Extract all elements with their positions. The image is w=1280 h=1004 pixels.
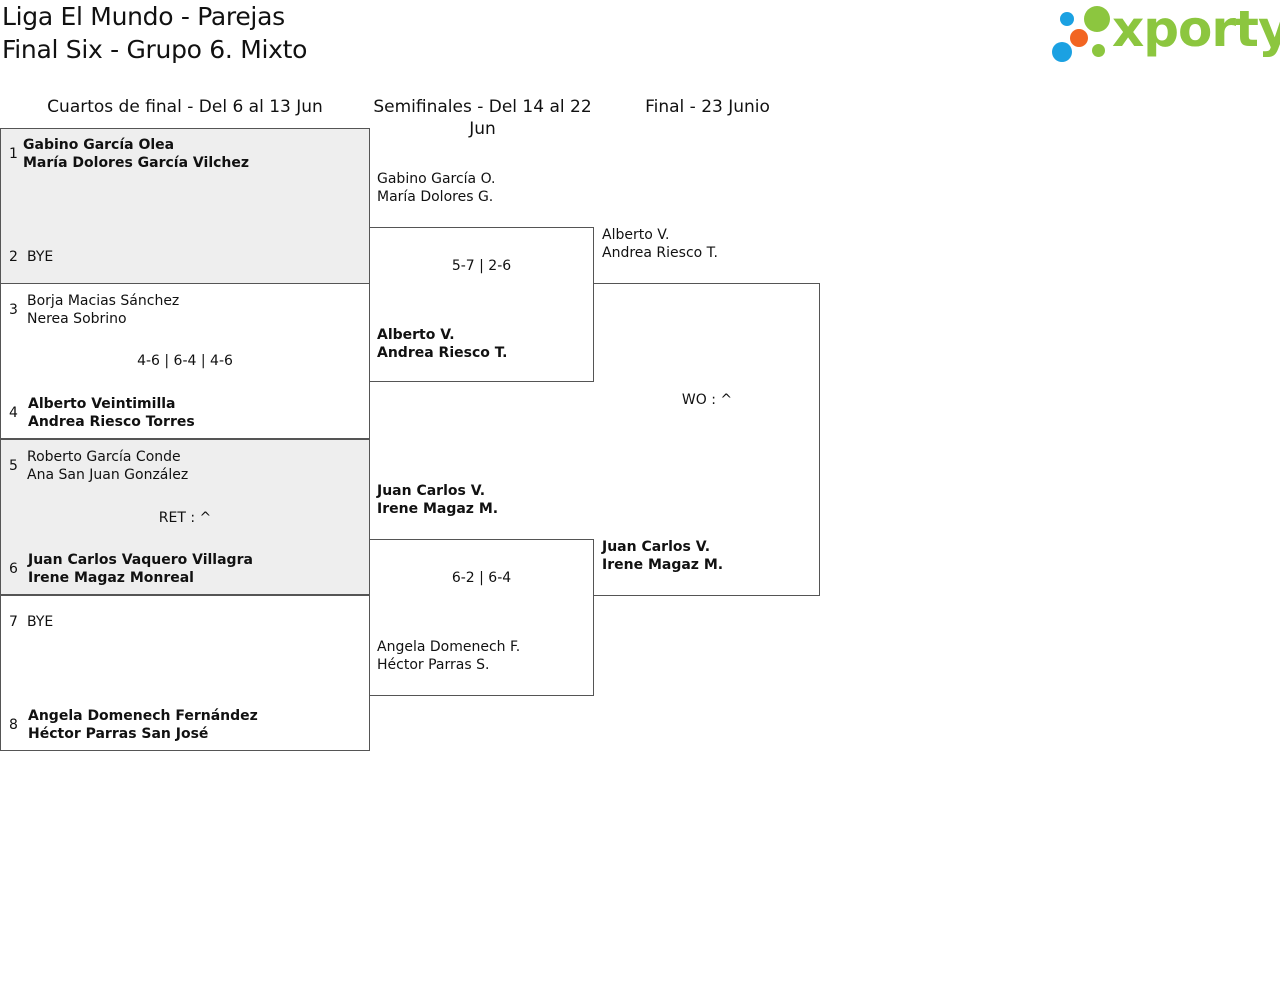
match-score: WO : ^: [681, 392, 733, 408]
page-title: Liga El Mundo - Parejas: [2, 2, 285, 31]
player-name: Andrea Riesco T.: [377, 345, 508, 361]
logo-dot-green-small: [1092, 44, 1105, 57]
seed-number: 5: [9, 458, 18, 474]
logo-dot-blue-small: [1060, 12, 1074, 26]
seed-number: 2: [9, 249, 18, 265]
seed-number: 6: [9, 561, 18, 577]
player-name: María Dolores García Vilchez: [23, 155, 250, 171]
logo-dot-green: [1084, 6, 1110, 32]
player-name: Alberto V.: [377, 327, 455, 343]
final-team-top: Alberto V. Andrea Riesco T.: [602, 226, 718, 262]
player-name: Angela Domenech Fernández: [28, 708, 258, 724]
quarterfinal-match-4: 7 BYE 8 Angela Domenech Fernández Héctor…: [0, 595, 370, 751]
team-names: Alberto Veintimilla Andrea Riesco Torres: [28, 395, 195, 431]
seed-number: 4: [9, 405, 18, 421]
semifinal-2-team-bottom: Angela Domenech F. Héctor Parras S.: [377, 638, 520, 674]
seed-number: 7: [9, 614, 18, 630]
team-names: Juan Carlos Vaquero Villagra Irene Magaz…: [28, 551, 253, 587]
semifinal-2-team-top: Juan Carlos V. Irene Magaz M.: [377, 482, 498, 518]
seed-number: 3: [9, 302, 18, 318]
player-name: Juan Carlos Vaquero Villagra: [28, 552, 253, 568]
player-name: Irene Magaz M.: [602, 557, 724, 573]
page-subtitle: Final Six - Grupo 6. Mixto: [2, 35, 308, 64]
team-names: Gabino García Olea María Dolores García …: [23, 136, 249, 172]
team-names: Borja Macias Sánchez Nerea Sobrino: [27, 292, 179, 328]
semifinal-1-team-top: Gabino García O. María Dolores G.: [377, 170, 496, 206]
player-name: Andrea Riesco Torres: [28, 414, 195, 430]
final-match: [594, 283, 820, 596]
semifinal-match-1: [369, 227, 594, 382]
xporty-logo: xporty: [1050, 0, 1280, 68]
final-team-bottom: Juan Carlos V. Irene Magaz M.: [602, 538, 723, 574]
team-names: Angela Domenech Fernández Héctor Parras …: [28, 707, 258, 743]
player-name: Gabino García Olea: [23, 137, 175, 153]
player-name: Nerea Sobrino: [27, 311, 127, 327]
player-name: Roberto García Conde: [27, 449, 181, 465]
player-name: Alberto Veintimilla: [28, 396, 176, 412]
player-name: Gabino García O.: [377, 171, 496, 187]
logo-dot-blue: [1052, 42, 1072, 62]
semifinal-1-team-bottom: Alberto V. Andrea Riesco T.: [377, 326, 507, 362]
player-name: Alberto V.: [602, 227, 670, 243]
player-name: BYE: [27, 614, 54, 630]
quarterfinal-match-2: 3 Borja Macias Sánchez Nerea Sobrino 4-6…: [0, 283, 370, 439]
match-score: 4-6 | 6-4 | 4-6: [137, 353, 233, 369]
round-header-final: Final - 23 Junio: [645, 97, 770, 117]
player-name: Irene Magaz Monreal: [28, 570, 194, 586]
player-name: Juan Carlos V.: [377, 483, 486, 499]
team-names: BYE: [27, 248, 53, 266]
semifinal-match-2: [369, 539, 594, 696]
logo-text: xporty: [1112, 0, 1280, 58]
player-name: Héctor Parras S.: [377, 657, 490, 673]
quarterfinal-match-1: 1 Gabino García Olea María Dolores Garcí…: [0, 128, 370, 284]
round-header-quarterfinals: Cuartos de final - Del 6 al 13 Jun: [47, 97, 323, 117]
seed-number: 8: [9, 717, 18, 733]
round-header-semifinals: Semifinales - Del 14 al 22 Jun: [373, 97, 592, 139]
player-name: Angela Domenech F.: [377, 639, 521, 655]
player-name: María Dolores G.: [377, 189, 494, 205]
player-name: Irene Magaz M.: [377, 501, 499, 517]
seed-number: 1: [9, 146, 18, 162]
player-name: Ana San Juan González: [27, 467, 189, 483]
match-score: 5-7 | 2-6: [451, 258, 512, 274]
logo-dot-orange: [1070, 29, 1088, 47]
team-names: BYE: [27, 613, 53, 631]
player-name: Juan Carlos V.: [602, 539, 711, 555]
match-score: RET : ^: [158, 510, 212, 526]
player-name: Héctor Parras San José: [28, 726, 209, 742]
match-score: 6-2 | 6-4: [451, 570, 512, 586]
player-name: BYE: [27, 249, 54, 265]
player-name: Borja Macias Sánchez: [27, 293, 180, 309]
quarterfinal-match-3: 5 Roberto García Conde Ana San Juan Gonz…: [0, 439, 370, 595]
team-names: Roberto García Conde Ana San Juan Gonzál…: [27, 448, 188, 484]
player-name: Andrea Riesco T.: [602, 245, 719, 261]
